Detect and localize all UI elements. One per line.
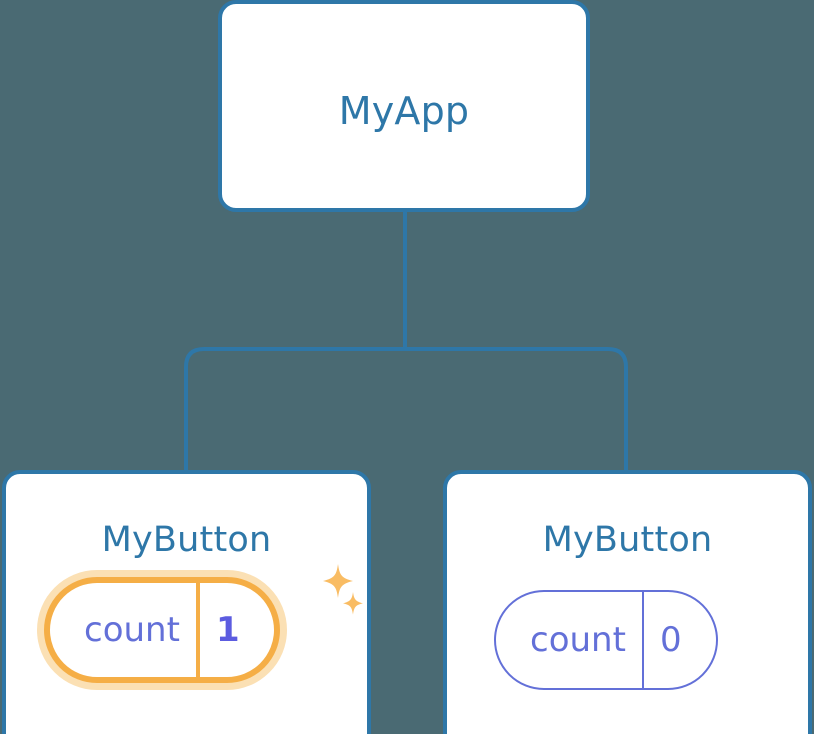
node-myapp[interactable]: MyApp bbox=[218, 0, 590, 212]
node-myapp-title: MyApp bbox=[338, 89, 470, 133]
prop-pill-left-key: count bbox=[84, 610, 180, 650]
prop-pill-right[interactable]: count 0 bbox=[494, 590, 718, 690]
prop-pill-right-value: 0 bbox=[641, 592, 716, 688]
connector-branch-right bbox=[405, 347, 628, 472]
connector-branch-left bbox=[184, 347, 405, 472]
node-mybutton-right-title: MyButton bbox=[542, 520, 713, 560]
prop-pill-right-wrap: count 0 bbox=[494, 590, 718, 690]
prop-pill-left-value: 1 bbox=[195, 583, 274, 677]
prop-pill-right-key: count bbox=[530, 620, 626, 660]
node-mybutton-left-title: MyButton bbox=[101, 520, 272, 560]
prop-pill-left[interactable]: count 1 bbox=[44, 577, 280, 683]
prop-pill-left-wrap: count 1 bbox=[44, 577, 280, 683]
